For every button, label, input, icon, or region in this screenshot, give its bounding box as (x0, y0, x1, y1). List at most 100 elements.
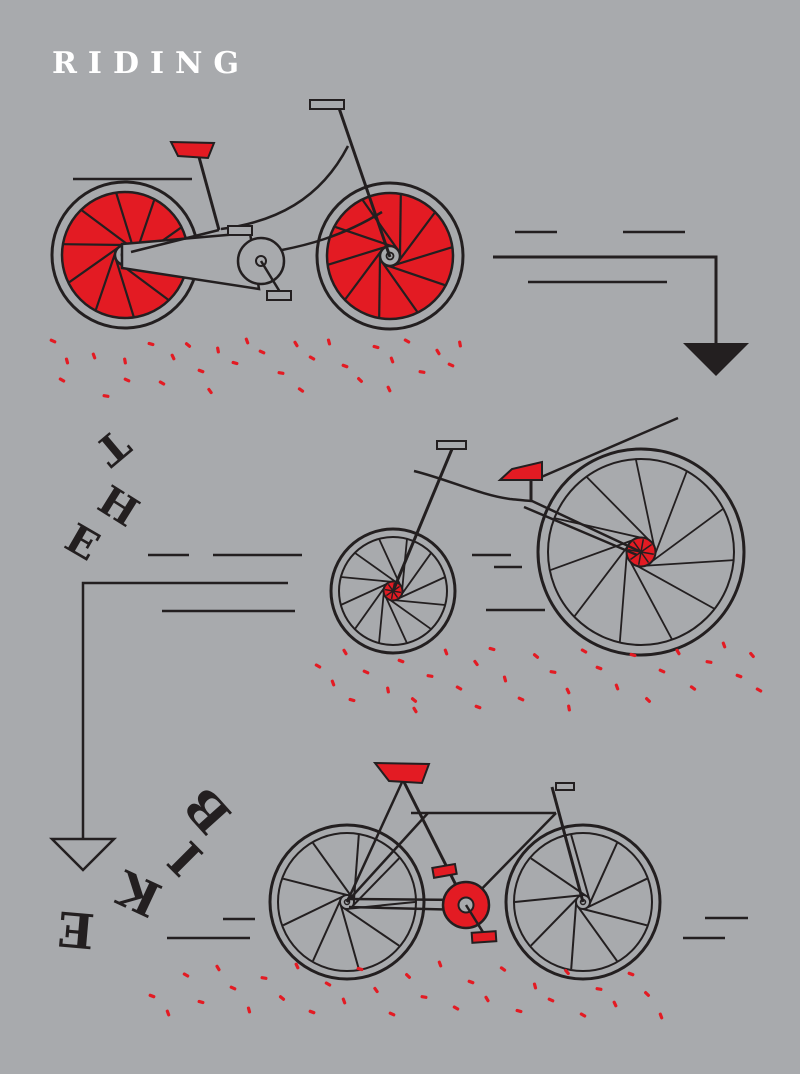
speckle (362, 669, 370, 675)
bike-top-handlebar (309, 99, 345, 110)
wheel-spokes (340, 538, 446, 644)
spoke (383, 593, 408, 644)
speckle (356, 966, 364, 972)
speckle (148, 993, 156, 999)
bike-middle-saddle (497, 460, 543, 481)
speckle (308, 1009, 316, 1015)
speckle (197, 368, 205, 374)
speckle (231, 360, 239, 366)
bike-bottom-pedal-lower (470, 930, 498, 944)
speckle (64, 357, 70, 365)
speckle (397, 658, 405, 664)
speckle (91, 352, 97, 360)
spoke (387, 264, 446, 287)
speckle (229, 985, 237, 991)
speckle (420, 995, 428, 999)
speckle (260, 976, 268, 980)
speckle (458, 340, 462, 348)
speckle (735, 673, 743, 679)
speckle (244, 337, 250, 345)
wheel-spokes (514, 834, 648, 970)
spoke (282, 877, 348, 896)
spoke (648, 507, 724, 565)
speckle (147, 341, 155, 347)
speckle (595, 987, 603, 991)
bike-bottom-handlebar (555, 782, 575, 791)
spoke (378, 256, 382, 318)
speckle (418, 370, 426, 374)
speckle-band-middle (314, 641, 763, 714)
speckle (488, 646, 496, 652)
speckle (644, 991, 650, 997)
speckle (455, 685, 463, 691)
spoke (81, 209, 131, 248)
bike-bottom-saddle (372, 761, 431, 785)
speckle (341, 363, 349, 369)
speckle (567, 704, 571, 712)
speckle (473, 659, 479, 667)
motion-lines-middle-center (472, 553, 545, 612)
spoke (640, 539, 645, 553)
motion-lines-bottom-right (683, 916, 748, 940)
speckle (614, 683, 620, 691)
speckle (755, 687, 763, 693)
spoke (637, 551, 642, 565)
speckle-band-bottom (148, 960, 664, 1020)
bike-middle-frame (391, 416, 679, 592)
speckle (297, 387, 305, 393)
speckle (170, 353, 176, 361)
spoke (344, 907, 400, 947)
speckle (357, 377, 363, 383)
motion-lines-middle-left (148, 553, 302, 613)
spoke (312, 900, 342, 962)
speckle (182, 972, 190, 978)
arrow-down-filled (493, 255, 749, 376)
speckle (499, 966, 507, 972)
speckle (197, 999, 205, 1005)
motion-lines-bottom-left (167, 917, 255, 940)
speckle (502, 675, 508, 683)
spoke (570, 903, 578, 970)
spoke (381, 261, 419, 313)
speckle (215, 964, 221, 972)
speckle (515, 1008, 523, 1014)
spoke (395, 576, 446, 601)
wheel-spokes (282, 834, 416, 970)
spoke (354, 552, 400, 585)
spoke (340, 581, 391, 606)
spoke (393, 246, 452, 267)
bike-bottom-front-wheel (504, 823, 662, 981)
spoke (582, 908, 648, 927)
spoke (585, 476, 653, 544)
spoke (352, 834, 360, 901)
speckle (565, 687, 571, 695)
spoke (618, 549, 628, 643)
spoke (385, 590, 394, 597)
hub-pinwheel (628, 539, 654, 565)
speckle (410, 697, 418, 703)
speckle (658, 1012, 664, 1020)
spoke (577, 906, 618, 962)
speckle (595, 665, 603, 671)
speckle (207, 387, 213, 395)
speckle (123, 357, 127, 365)
speckle (165, 1009, 171, 1017)
speckle (564, 968, 570, 976)
spoke (640, 559, 734, 567)
speckle (467, 979, 475, 985)
spoke (570, 834, 591, 899)
speckle (405, 973, 411, 979)
speckle (386, 385, 392, 393)
spoke (573, 542, 632, 618)
speckle (612, 1000, 618, 1008)
poster-title: RIDING (52, 46, 251, 81)
speckle (580, 648, 588, 654)
speckle (294, 962, 300, 970)
speckle (373, 986, 379, 994)
spoke (384, 588, 394, 592)
spoke (391, 599, 446, 606)
speckle (324, 981, 332, 987)
spoke (352, 857, 400, 907)
bike-top-saddle (169, 140, 216, 160)
